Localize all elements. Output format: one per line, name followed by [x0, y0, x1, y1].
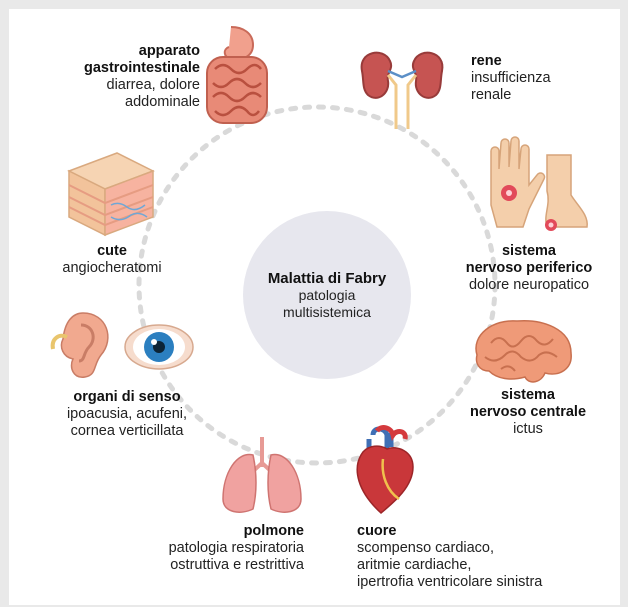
- kidney-desc-2: renale: [471, 87, 551, 104]
- senses-desc-2: cornea verticillata: [39, 423, 215, 440]
- kidneys-icon: [354, 43, 450, 129]
- lung-desc-2: ostruttiva e restrittiva: [169, 557, 304, 574]
- lung-desc-1: patologia respiratoria: [169, 540, 304, 557]
- kidney-label: rene insufficienza renale: [471, 53, 551, 104]
- kidney-desc-1: insufficienza: [471, 70, 551, 87]
- gi-label: apparato gastrointestinale diarrea, dolo…: [84, 43, 200, 111]
- ear-eye-icon: [49, 309, 197, 381]
- lung-name-1: polmone: [169, 523, 304, 540]
- center-title: Malattia di Fabry: [243, 270, 411, 287]
- brain-icon: [467, 315, 577, 387]
- skin-layers-icon: [61, 147, 157, 239]
- heart-icon: [347, 425, 421, 519]
- hand-foot-pain-icon: [481, 135, 591, 243]
- cns-name-2: nervoso centrale: [453, 404, 603, 421]
- skin-desc-1: angiocheratomi: [39, 260, 185, 277]
- gi-name-2: gastrointestinale: [84, 60, 200, 77]
- gi-desc-1: diarrea, dolore: [84, 77, 200, 94]
- senses-name-1: organi di senso: [39, 389, 215, 406]
- kidney-name-1: rene: [471, 53, 551, 70]
- lungs-icon: [217, 433, 307, 519]
- intestine-icon: [201, 23, 273, 127]
- lung-label: polmone patologia respiratoria ostruttiv…: [169, 523, 304, 574]
- heart-desc-2: aritmie cardiache,: [357, 557, 542, 574]
- center-circle: Malattia di Fabry patologia multisistemi…: [243, 211, 411, 379]
- cns-desc-1: ictus: [453, 421, 603, 438]
- heart-label: cuore scompenso cardiaco, aritmie cardia…: [357, 523, 542, 591]
- skin-name-1: cute: [39, 243, 185, 260]
- senses-desc-1: ipoacusia, acufeni,: [39, 406, 215, 423]
- gi-desc-2: addominale: [84, 94, 200, 111]
- skin-label: cute angiocheratomi: [39, 243, 185, 277]
- pns-name-1: sistema: [449, 243, 609, 260]
- pns-label: sistema nervoso periferico dolore neurop…: [449, 243, 609, 294]
- heart-name-1: cuore: [357, 523, 542, 540]
- heart-desc-1: scompenso cardiaco,: [357, 540, 542, 557]
- center-subtitle-1: patologia: [243, 287, 411, 304]
- pns-desc-1: dolore neuropatico: [449, 277, 609, 294]
- cns-name-1: sistema: [453, 387, 603, 404]
- diagram-card: Malattia di Fabry patologia multisistemi…: [9, 9, 620, 605]
- center-subtitle-2: multisistemica: [243, 304, 411, 321]
- senses-label: organi di senso ipoacusia, acufeni, corn…: [39, 389, 215, 440]
- pns-name-2: nervoso periferico: [449, 260, 609, 277]
- gi-name-1: apparato: [84, 43, 200, 60]
- heart-desc-3: ipertrofia ventricolare sinistra: [357, 574, 542, 591]
- cns-label: sistema nervoso centrale ictus: [453, 387, 603, 438]
